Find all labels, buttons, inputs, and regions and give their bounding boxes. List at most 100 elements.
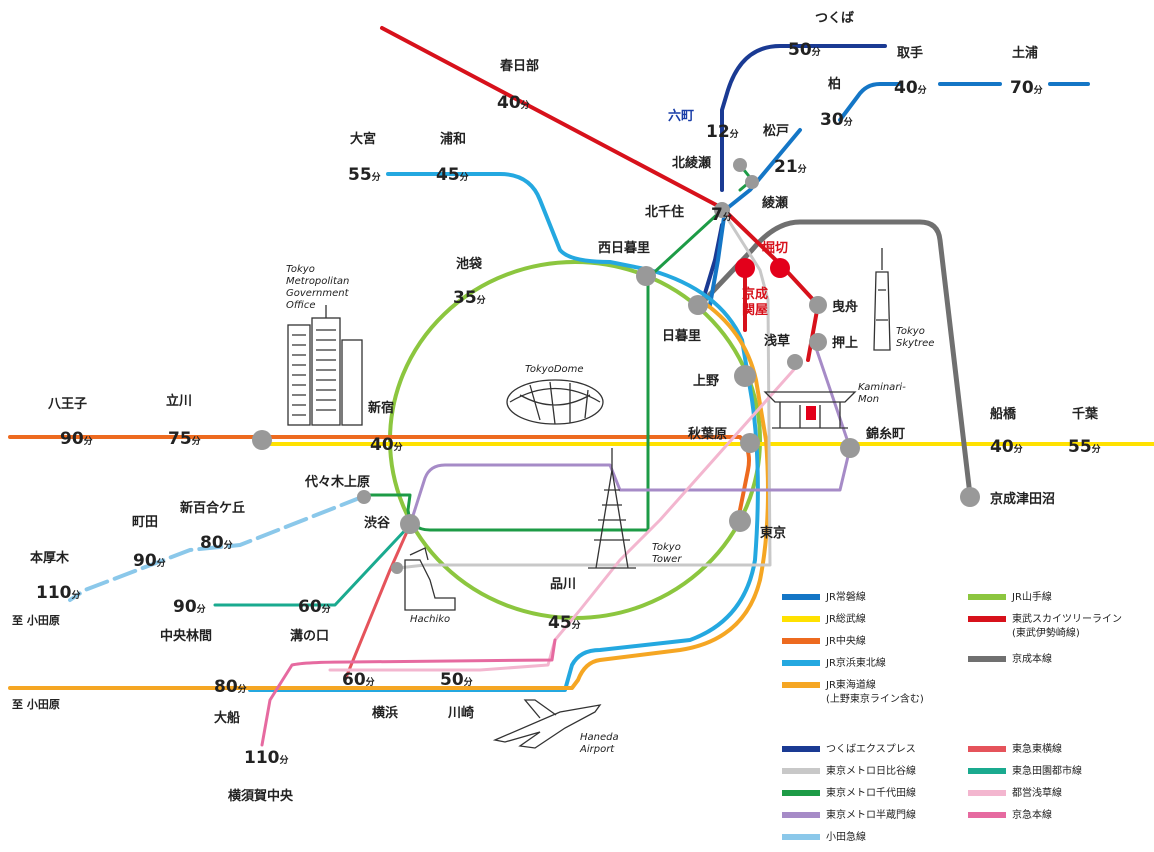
label-ayase: 綾瀬 — [762, 195, 788, 211]
station-dot-kitaayase[interactable] — [733, 158, 747, 172]
kaminarimon-icon — [763, 391, 857, 429]
line-denentoshi — [213, 523, 412, 607]
station-dot-ueno[interactable] — [734, 365, 756, 387]
tokyo-dome-icon — [506, 379, 604, 425]
station-dot-akihabara[interactable] — [740, 433, 760, 453]
station-dot-tokyo[interactable] — [729, 510, 751, 532]
legend: JR常磐線JR総武線JR中央線JR京浜東北線JR東海道線(上野東京ライン含む)J… — [782, 590, 1122, 843]
legend-swatch-tokaido — [782, 682, 820, 688]
station-dot-asakusa[interactable] — [787, 354, 803, 370]
time-omiya: 55分 — [348, 165, 381, 185]
tokyo-tower-icon — [588, 448, 636, 569]
hachiko-icon — [404, 547, 456, 611]
legend-label-keikyu: 京急本線 — [1012, 808, 1052, 821]
label-hachiko: Hachiko — [410, 614, 450, 625]
time-chiba: 55分 — [1068, 437, 1101, 457]
label-to-odawara-1: 至 小田原 — [12, 613, 60, 627]
label-asakusa: 浅草 — [764, 333, 790, 349]
label-shinagawa: 品川 — [550, 577, 576, 592]
label-kaminarimon: Kaminari-Mon — [858, 382, 906, 405]
label-shibuya: 渋谷 — [364, 515, 391, 531]
legend-label-toyoko: 東急東横線 — [1012, 742, 1062, 755]
line-tokaido — [8, 298, 770, 690]
legend-swatch-denentoshi — [968, 768, 1006, 774]
legend-label-tobu: 東武スカイツリーライン — [1012, 612, 1122, 625]
legend-swatch-hanzomon — [782, 812, 820, 818]
station-dot-kinshicho[interactable] — [840, 438, 860, 458]
label-shinjuku: 新宿 — [368, 400, 394, 416]
station-dot-oshiage[interactable] — [809, 333, 827, 351]
label-hikifune: 曳舟 — [832, 299, 858, 315]
label-urawa: 浦和 — [440, 131, 466, 147]
legend-swatch-tsukuba — [782, 746, 820, 752]
label-horikiri: 堀切 — [762, 241, 788, 256]
time-yokohama: 60分 — [342, 670, 375, 690]
tmg-building-icon — [287, 305, 363, 426]
label-kitasenju: 北千住 — [645, 204, 684, 220]
label-toride: 取手 — [897, 45, 923, 61]
station-dot-yoyogiuehara[interactable] — [357, 490, 371, 504]
legend-label-tobu-1: (東武伊勢崎線) — [1012, 626, 1080, 639]
time-hachioji: 90分 — [60, 429, 93, 449]
time-funabashi: 40分 — [990, 437, 1023, 457]
legend-swatch-chuo — [782, 638, 820, 644]
legend-swatch-sobu — [782, 616, 820, 622]
station-dot-horikiri[interactable] — [770, 258, 790, 278]
label-yokohama: 横浜 — [372, 705, 398, 721]
legend-label-sobu: JR総武線 — [825, 612, 866, 625]
legend-label-tsukuba: つくばエクスプレス — [826, 743, 916, 755]
label-shinyurigaoka: 新百合ケ丘 — [180, 500, 245, 516]
label-mizonokuchi: 溝の口 — [290, 628, 329, 644]
label-tachikawa: 立川 — [166, 393, 192, 409]
label-oshiage: 押上 — [832, 335, 858, 351]
line-keikyu — [260, 638, 557, 747]
station-dot-nishinippori[interactable] — [636, 266, 656, 286]
label-chuorinkan: 中央林間 — [160, 628, 212, 644]
time-yokosukachuo: 110分 — [244, 748, 289, 768]
label-kasukabe: 春日部 — [499, 58, 539, 74]
time-shinyurigaoka: 80分 — [200, 533, 233, 553]
time-rokucho: 12分 — [706, 122, 739, 142]
label-matsudo: 松戸 — [763, 123, 789, 139]
airplane-icon — [492, 699, 602, 749]
label-kashiwa: 柏 — [828, 76, 841, 92]
legend-label-joban: JR常磐線 — [825, 590, 866, 603]
station-dot-kitasenju[interactable] — [714, 202, 730, 218]
label-ikebukuro: 池袋 — [456, 256, 483, 272]
label-hachioji: 八王子 — [47, 397, 87, 412]
label-tsukuba: つくば — [815, 11, 854, 26]
label-tmg: Tokyo Metropolitan Government Office — [286, 264, 353, 311]
label-ueno: 上野 — [693, 374, 719, 389]
time-ikebukuro: 35分 — [453, 288, 486, 308]
label-machida: 町田 — [132, 515, 158, 530]
station-dot-nippori[interactable] — [688, 295, 708, 315]
time-toride: 40分 — [894, 78, 927, 98]
label-dome: TokyoDome — [525, 364, 584, 375]
label-kinshicho: 錦糸町 — [866, 426, 905, 442]
station-dot-hikifune[interactable] — [809, 296, 827, 314]
legend-label-tokaido-1: (上野東京ライン含む) — [826, 692, 924, 705]
station-dot-ayase[interactable] — [745, 175, 759, 189]
line-joban — [708, 82, 1090, 307]
time-shinjuku: 40分 — [370, 435, 403, 455]
legend-swatch-joban — [782, 594, 820, 600]
time-honatsugi: 110分 — [36, 583, 81, 603]
label-omiya: 大宮 — [350, 131, 376, 147]
line-toyoko — [343, 523, 412, 682]
station-dot-shibuya[interactable] — [400, 514, 420, 534]
label-keisei-tsudanuma: 京成津田沼 — [990, 491, 1055, 507]
legend-swatch-hibiya — [782, 768, 820, 774]
legend-swatch-keihin — [782, 660, 820, 666]
legend-label-asakusa: 都営浅草線 — [1012, 786, 1062, 799]
time-kawasaki: 50分 — [440, 670, 473, 690]
station-dot-keisei-tsudanuma[interactable] — [960, 487, 980, 507]
station-dot-shinjuku[interactable] — [252, 430, 272, 450]
station-dot-keisei-sekiya[interactable] — [735, 258, 755, 278]
station-dot-hachiko[interactable] — [391, 562, 403, 574]
line-keihin — [248, 172, 760, 692]
label-chiba: 千葉 — [1072, 406, 1099, 422]
label-tokyo: 東京 — [760, 525, 786, 541]
